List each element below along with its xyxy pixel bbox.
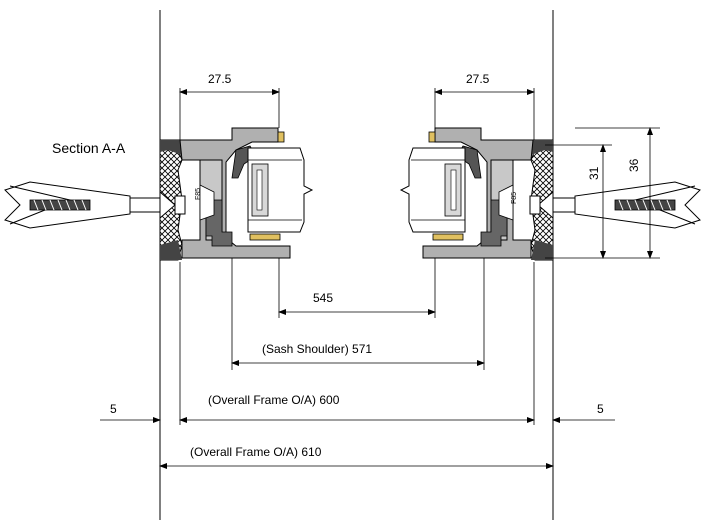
svg-text:31: 31: [587, 166, 601, 180]
section-label: Section A-A: [52, 140, 126, 156]
svg-text:36: 36: [627, 158, 641, 172]
sealant-right-top: [531, 140, 553, 155]
svg-text:545: 545: [313, 291, 333, 305]
dim-sash-shoulder: (Sash Shoulder) 571: [231, 258, 485, 370]
sealant-left-bottom: [160, 240, 182, 260]
profile-mark-left: F85: [195, 188, 202, 200]
screw-left: [4, 181, 186, 229]
dim-frame-600: (Overall Frame O/A) 600: [179, 262, 535, 425]
svg-text:(Overall Frame O/A) 600: (Overall Frame O/A) 600: [208, 393, 340, 407]
svg-text:(Sash Shoulder) 571: (Sash Shoulder) 571: [262, 342, 372, 356]
svg-text:5: 5: [110, 402, 117, 416]
dim-gap-right: 5: [552, 402, 615, 423]
svg-text:27.5: 27.5: [208, 72, 232, 86]
sealant-left-top: [160, 140, 182, 155]
gasket-right-bottom: [432, 233, 464, 241]
gasket-right-top: [428, 131, 436, 143]
svg-text:27.5: 27.5: [466, 72, 490, 86]
sealant-right-bottom: [531, 240, 553, 260]
dim-glass: 545: [278, 258, 436, 318]
screw-right: [529, 181, 701, 229]
dim-right-top: 27.5: [434, 72, 535, 140]
dim-frame-610: (Overall Frame O/A) 610: [159, 445, 554, 469]
profile-mark-right: F85: [511, 192, 518, 204]
gasket-left-top: [277, 131, 285, 143]
svg-text:5: 5: [597, 402, 604, 416]
dim-vertical: 31 36: [545, 127, 660, 259]
dim-left-top: 27.5: [179, 72, 280, 140]
gasket-left-bottom: [249, 233, 281, 241]
dim-gap-left: 5: [100, 402, 161, 423]
svg-text:(Overall Frame O/A) 610: (Overall Frame O/A) 610: [190, 445, 322, 459]
